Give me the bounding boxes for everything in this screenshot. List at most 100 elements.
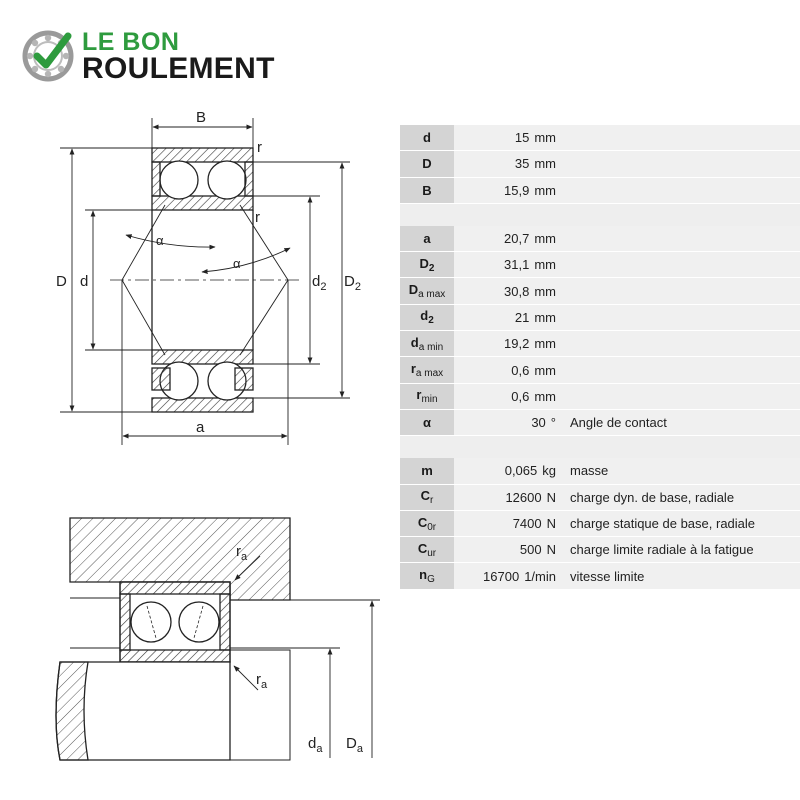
spec-unit: N: [546, 516, 556, 531]
spec-unit: mm: [534, 283, 556, 299]
spec-description: [560, 125, 800, 152]
spec-symbol: d2: [400, 304, 454, 332]
label-D2: D2: [344, 273, 361, 293]
spec-symbol: da min: [400, 330, 454, 358]
spec-unit: mm: [534, 336, 556, 352]
spec-symbol: d: [400, 125, 454, 152]
label-d: d: [80, 273, 88, 290]
spec-description: vitesse limite: [560, 562, 800, 590]
spec-unit: mm: [534, 257, 556, 273]
spec-unit: °: [550, 415, 556, 431]
spec-symbol: C0r: [400, 510, 454, 538]
spec-description: [560, 356, 800, 384]
spec-unit: mm: [534, 156, 556, 172]
label-ra-top: ra: [236, 543, 248, 563]
label-r-mid: r: [255, 209, 260, 226]
spec-description: [560, 330, 800, 358]
spec-description: [560, 251, 800, 279]
spec-unit: N: [546, 489, 556, 505]
spec-description: [560, 150, 800, 178]
mounting-labels: ra ra da Da: [236, 543, 364, 755]
spec-symbol: nG: [400, 562, 454, 590]
spec-symbol: rmin: [400, 383, 454, 410]
label-B: B: [196, 109, 206, 126]
label-D: D: [56, 273, 67, 290]
spec-description: masse: [560, 458, 800, 485]
brand-name-line1: LE BON: [82, 28, 180, 56]
spec-unit: mm: [534, 388, 556, 404]
label-alpha-right: α: [233, 256, 241, 271]
spec-symbol: D: [400, 150, 454, 178]
spec-description: [560, 177, 800, 204]
spec-unit: mm: [534, 182, 556, 198]
spec-symbol: ra max: [400, 356, 454, 384]
spec-unit: mm: [534, 309, 556, 325]
spec-symbol: m: [400, 458, 454, 485]
spec-unit: mm: [534, 362, 556, 378]
label-a: a: [196, 419, 205, 436]
spec-description: charge limite radiale à la fatigue: [560, 536, 800, 564]
spec-group-separator: [400, 203, 800, 226]
spec-symbol: Da max: [400, 277, 454, 305]
spec-description: [560, 225, 800, 253]
spec-unit: 1/min: [524, 568, 556, 584]
spec-description: [560, 383, 800, 410]
brand-logo[interactable]: LE BON ROULEMENT: [22, 26, 302, 86]
drawing-labels: B r r D d α α d2 D2 a: [56, 109, 361, 436]
spec-description: [560, 277, 800, 305]
mounting-drawing: [55, 517, 291, 761]
brand-name-line2: ROULEMENT: [82, 52, 275, 85]
spec-unit: kg: [542, 463, 556, 479]
spec-unit: mm: [534, 130, 556, 146]
spec-symbol: Cur: [400, 536, 454, 564]
label-ra-bottom: ra: [256, 671, 268, 691]
spec-symbol: α: [400, 409, 454, 437]
spec-description: charge dyn. de base, radiale: [560, 484, 800, 511]
spec-symbol: D2: [400, 251, 454, 279]
spec-description: [560, 304, 800, 332]
spec-description: charge statique de base, radiale: [560, 510, 800, 538]
spec-description: Angle de contact: [560, 409, 800, 437]
spec-unit: N: [546, 542, 556, 558]
spec-symbol: a: [400, 225, 454, 253]
dimension-lines: [60, 118, 350, 445]
label-d2: d2: [312, 273, 326, 293]
label-r-top: r: [257, 139, 262, 156]
spec-unit: mm: [534, 231, 556, 247]
spec-value: 30°: [454, 409, 560, 437]
spec-symbol: Cr: [400, 484, 454, 511]
label-alpha-left: α: [156, 233, 164, 248]
